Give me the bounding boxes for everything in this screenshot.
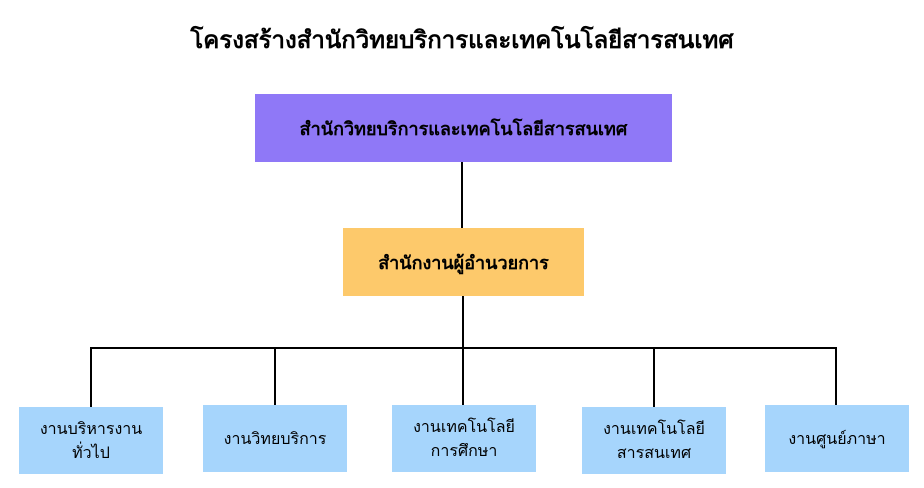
connector-office-bus: [462, 296, 464, 349]
root-node-label: สำนักวิทยบริการและเทคโนโลยีสารสนเทศ: [299, 118, 628, 140]
connector-unit-1: [90, 347, 92, 407]
unit-label-line1: งานบริหารงาน: [39, 418, 143, 438]
unit-label-line1: งานเทคโนโลยี: [413, 416, 515, 436]
unit-label-line2: การศึกษา: [430, 440, 498, 460]
root-node: สำนักวิทยบริการและเทคโนโลยีสารสนเทศ: [255, 94, 672, 162]
chart-title: โครงสร้างสำนักวิทยบริการและเทคโนโลยีสารส…: [190, 26, 734, 54]
unit-node-academic-services: งานวิทยบริการ: [203, 405, 347, 472]
unit-label-line1: งานศูนย์ภาษา: [788, 428, 886, 448]
unit-label-line2: ทั่วไป: [72, 442, 110, 462]
unit-node-educational-technology: งานเทคโนโลยีการศึกษา: [392, 405, 536, 472]
office-node: สำนักงานผู้อำนวยการ: [343, 228, 584, 296]
unit-label-line1: งานวิทยบริการ: [223, 428, 327, 448]
unit-label-line2: สารสนเทศ: [616, 442, 692, 462]
unit-node-language-center: งานศูนย์ภาษา: [765, 405, 909, 472]
unit-node-general-admin: งานบริหารงานทั่วไป: [19, 407, 163, 474]
connector-unit-5: [835, 347, 837, 405]
connector-unit-4: [653, 347, 655, 407]
connector-unit-2: [274, 347, 276, 405]
unit-node-information-technology: งานเทคโนโลยีสารสนเทศ: [582, 407, 726, 474]
connector-unit-3: [462, 347, 464, 405]
office-node-label: สำนักงานผู้อำนวยการ: [378, 252, 549, 274]
connector-root-office: [461, 162, 463, 228]
unit-label-line1: งานเทคโนโลยี: [603, 418, 705, 438]
